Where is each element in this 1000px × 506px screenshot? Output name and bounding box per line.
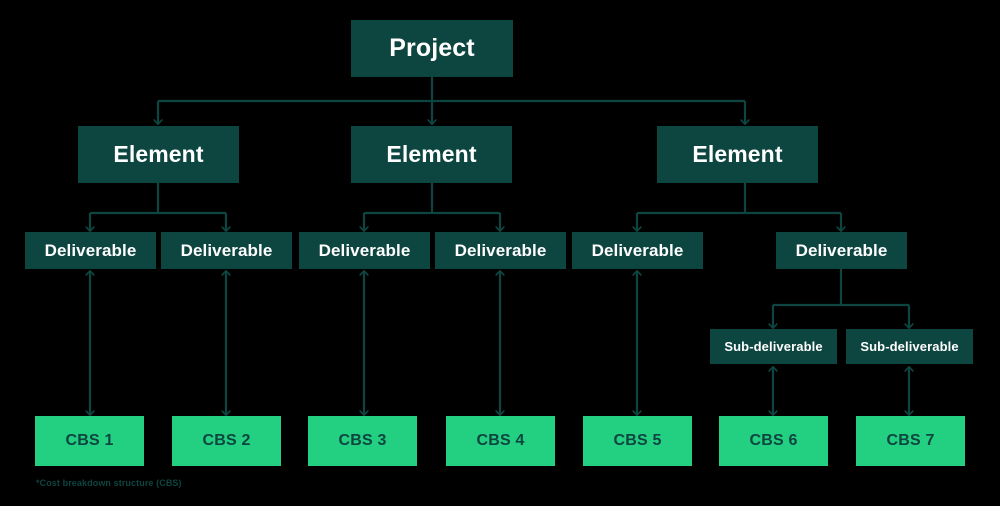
node-deliverable-3[interactable]: Deliverable bbox=[299, 232, 430, 269]
node-cbs-1[interactable]: CBS 1 bbox=[35, 416, 144, 466]
node-cbs-3-label: CBS 3 bbox=[338, 431, 387, 449]
node-element-3-label: Element bbox=[692, 141, 783, 168]
node-cbs-4-label: CBS 4 bbox=[476, 431, 525, 449]
node-cbs-7-label: CBS 7 bbox=[886, 431, 935, 449]
node-cbs-3[interactable]: CBS 3 bbox=[308, 416, 417, 466]
node-cbs-6[interactable]: CBS 6 bbox=[719, 416, 828, 466]
node-cbs-5-label: CBS 5 bbox=[613, 431, 662, 449]
node-element-2[interactable]: Element bbox=[351, 126, 512, 183]
node-project-label: Project bbox=[389, 34, 475, 63]
node-sub-deliverable-1-label: Sub-deliverable bbox=[724, 338, 823, 354]
node-cbs-2[interactable]: CBS 2 bbox=[172, 416, 281, 466]
node-sub-deliverable-2-label: Sub-deliverable bbox=[860, 338, 959, 354]
node-cbs-2-label: CBS 2 bbox=[202, 431, 251, 449]
node-cbs-1-label: CBS 1 bbox=[65, 431, 114, 449]
node-sub-deliverable-2[interactable]: Sub-deliverable bbox=[846, 329, 973, 364]
node-deliverable-4[interactable]: Deliverable bbox=[435, 232, 566, 269]
node-deliverable-3-label: Deliverable bbox=[318, 240, 411, 260]
node-deliverable-5[interactable]: Deliverable bbox=[572, 232, 703, 269]
node-deliverable-2-label: Deliverable bbox=[180, 240, 273, 260]
node-element-2-label: Element bbox=[386, 141, 477, 168]
node-sub-deliverable-1[interactable]: Sub-deliverable bbox=[710, 329, 837, 364]
node-element-3[interactable]: Element bbox=[657, 126, 818, 183]
node-element-1-label: Element bbox=[113, 141, 204, 168]
node-cbs-5[interactable]: CBS 5 bbox=[583, 416, 692, 466]
node-deliverable-2[interactable]: Deliverable bbox=[161, 232, 292, 269]
node-project[interactable]: Project bbox=[351, 20, 513, 77]
node-deliverable-1[interactable]: Deliverable bbox=[25, 232, 156, 269]
node-deliverable-4-label: Deliverable bbox=[454, 240, 547, 260]
node-cbs-7[interactable]: CBS 7 bbox=[856, 416, 965, 466]
node-deliverable-5-label: Deliverable bbox=[591, 240, 684, 260]
node-deliverable-6[interactable]: Deliverable bbox=[776, 232, 907, 269]
node-cbs-4[interactable]: CBS 4 bbox=[446, 416, 555, 466]
node-deliverable-1-label: Deliverable bbox=[44, 240, 137, 260]
node-cbs-6-label: CBS 6 bbox=[749, 431, 798, 449]
node-deliverable-6-label: Deliverable bbox=[795, 240, 888, 260]
node-element-1[interactable]: Element bbox=[78, 126, 239, 183]
footnote-cbs-legend: *Cost breakdown structure (CBS) bbox=[36, 478, 182, 488]
